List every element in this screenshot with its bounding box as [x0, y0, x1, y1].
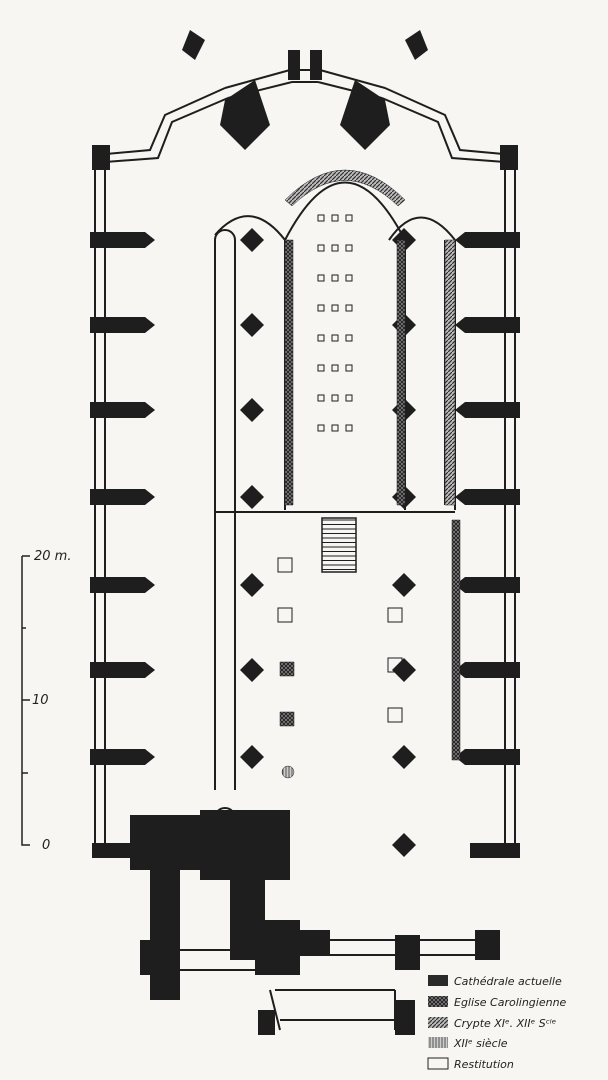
- axial-chapel-pier: [288, 50, 322, 80]
- hatched-masonry: [284, 239, 294, 506]
- scale-bar: 20 m. 10 0: [21, 549, 71, 853]
- crypt-column: [331, 424, 339, 432]
- restituted-pillar: [277, 607, 293, 623]
- crypt-column: [345, 424, 353, 432]
- legend: Cathédrale actuelle Eglise Carolingienne…: [427, 975, 567, 1071]
- west-massif: [92, 810, 520, 1035]
- nave-pier: [240, 313, 264, 337]
- scale-label-0: 0: [42, 838, 50, 853]
- right-buttress: [455, 662, 520, 678]
- xii-century-pillar: [281, 765, 295, 779]
- legend-swatch-crosshatch: [428, 996, 448, 1007]
- right-buttress: [455, 749, 520, 765]
- hatched-masonry: [444, 239, 456, 506]
- hatched-masonry: [396, 239, 406, 506]
- crypt-column: [345, 274, 353, 282]
- chapel-pier: [340, 80, 390, 150]
- crypt-column: [331, 304, 339, 312]
- porch-walls: [180, 939, 500, 1031]
- crypt-column: [331, 364, 339, 372]
- crypt-column: [331, 214, 339, 222]
- legend-label: Restitution: [454, 1058, 514, 1071]
- nave-pier: [392, 745, 416, 769]
- nave-pier: [240, 398, 264, 422]
- crypt-column: [345, 244, 353, 252]
- legend-label: Crypte XIᵉ. XIIᵉ Sᶜˡᵉ: [454, 1017, 557, 1030]
- carolingian-and-crypt-masonry: [279, 169, 461, 779]
- current-cathedral-masonry: [90, 30, 520, 1035]
- crypt-column: [331, 394, 339, 402]
- scale-label-10: 10: [32, 693, 49, 708]
- crypt-column: [317, 244, 325, 252]
- left-buttress: [90, 317, 155, 333]
- crypt-column: [345, 304, 353, 312]
- hatched-masonry: [451, 519, 461, 761]
- legend-label: Cathédrale actuelle: [454, 975, 562, 988]
- crypt-column: [317, 394, 325, 402]
- right-buttress: [455, 489, 520, 505]
- right-buttress: [455, 232, 520, 248]
- left-buttress: [90, 402, 155, 418]
- left-buttress: [90, 232, 155, 248]
- left-buttress: [90, 489, 155, 505]
- legend-label: Eglise Carolingienne: [454, 996, 567, 1009]
- hatched-masonry: [279, 661, 295, 727]
- crypt-column: [317, 364, 325, 372]
- crypt-column: [345, 214, 353, 222]
- crypt-column: [331, 334, 339, 342]
- crypt-column: [345, 334, 353, 342]
- crypt-stairs: [321, 517, 357, 573]
- left-buttress: [90, 662, 155, 678]
- nave-pier: [240, 485, 264, 509]
- corner-piers: [92, 30, 518, 170]
- crypt-column: [345, 364, 353, 372]
- legend-swatch-empty: [427, 1057, 449, 1070]
- right-buttress: [455, 402, 520, 418]
- legend-swatch-solid: [428, 975, 448, 986]
- nave-pier: [240, 228, 264, 252]
- nave-pier: [240, 658, 264, 682]
- legend-swatch-diagonal: [428, 1017, 448, 1028]
- scale-label-20: 20 m.: [34, 549, 71, 564]
- crypt-column: [317, 274, 325, 282]
- right-buttress: [455, 317, 520, 333]
- crypt-column: [331, 244, 339, 252]
- right-buttress: [455, 577, 520, 593]
- restituted-pillar: [387, 707, 403, 723]
- chapel-pier: [220, 80, 270, 150]
- crypt-column: [317, 304, 325, 312]
- left-buttress: [90, 577, 155, 593]
- restituted-pillar: [387, 607, 403, 623]
- restituted-pillar: [277, 557, 293, 573]
- legend-label: XIIᵉ siècle: [453, 1037, 508, 1050]
- nave-pier: [392, 833, 416, 857]
- crypt-column: [331, 274, 339, 282]
- nave-pier: [392, 658, 416, 682]
- crypt-column: [317, 214, 325, 222]
- nave-pier: [240, 745, 264, 769]
- nave-pier: [392, 573, 416, 597]
- crypt-column: [345, 394, 353, 402]
- crypt-column: [317, 334, 325, 342]
- left-buttress: [90, 749, 155, 765]
- chevet-walls: [94, 69, 516, 163]
- hatched-masonry: [284, 169, 406, 207]
- nave-pier: [240, 573, 264, 597]
- legend-swatch-vertical: [428, 1037, 448, 1048]
- crypt-column: [317, 424, 325, 432]
